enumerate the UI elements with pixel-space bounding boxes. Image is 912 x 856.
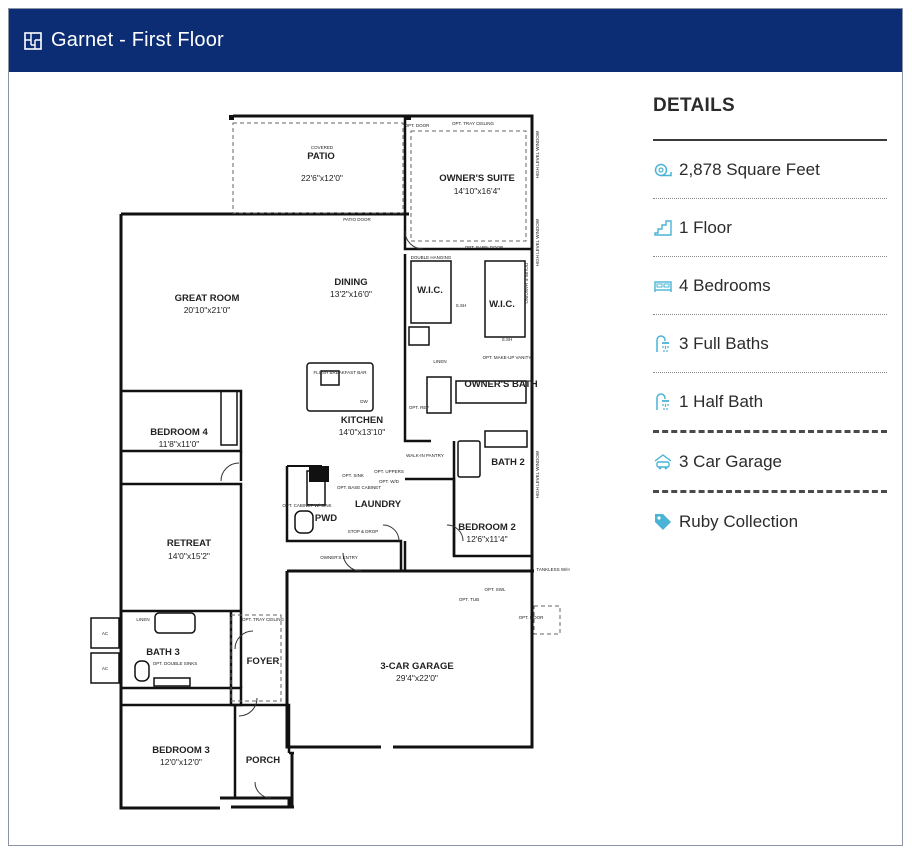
room-retreat-name: RETREAT (167, 538, 211, 549)
detail-garage: 3 Car Garage (653, 433, 887, 493)
header-bar: Garnet - First Floor (9, 9, 902, 72)
bed-icon (653, 277, 673, 295)
detail-half-baths: 1 Half Bath (653, 373, 887, 433)
room-bedroom-3-dims: 12'0"x12'0" (160, 757, 202, 767)
room-patio-dims: 22'6"x12'0" (301, 173, 343, 183)
note-covered: COVERED (311, 145, 334, 150)
detail-square-feet: 2,878 Square Feet (653, 141, 887, 199)
detail-label: 1 Floor (679, 217, 732, 237)
tag-icon (653, 513, 673, 531)
note-opt-tray-ceiling-1: OPT. TRAY CEILING (452, 121, 495, 126)
floor-plan: PATIO OWNER'S SUITE GREAT ROOM DINING W.… (81, 101, 571, 821)
details-divider (653, 139, 887, 141)
room-laundry-name: LAUNDRY (355, 499, 402, 510)
detail-bedrooms: 4 Bedrooms (653, 257, 887, 315)
note-opt-make-up-vanity: OPT. MAKE-UP VANITY (483, 355, 532, 360)
room-dining-name: DINING (334, 277, 367, 288)
detail-label: 3 Full Baths (679, 333, 769, 353)
floor-plan-drawing: PATIO OWNER'S SUITE GREAT ROOM DINING W.… (90, 114, 570, 810)
room-garage-dims: 29'4"x22'0" (396, 673, 438, 683)
note-opt-tray-ceiling-2: OPT. TRAY CEILING (242, 617, 285, 622)
room-bath-2-name: BATH 2 (491, 457, 525, 468)
detail-collection: Ruby Collection (653, 493, 887, 550)
note-ac-2: AC (102, 666, 109, 671)
note-sh-2: S.SH (502, 337, 513, 342)
room-bedroom-4-dims: 11'8"x11'0" (159, 439, 200, 449)
note-opt-barn-door: OPT. BARN DOOR (465, 245, 504, 250)
page-title: Garnet - First Floor (51, 29, 224, 51)
details-panel: DETAILS 2,878 Square Feet 1 Floor 4 Bedr… (653, 91, 887, 550)
room-bath-3-name: BATH 3 (146, 647, 180, 658)
detail-full-baths: 3 Full Baths (653, 315, 887, 373)
detail-floors: 1 Floor (653, 199, 887, 257)
room-owners-suite-name: OWNER'S SUITE (439, 173, 515, 184)
detail-label: Ruby Collection (679, 511, 799, 531)
details-heading: DETAILS (653, 95, 735, 116)
note-opt-base-cabinet: OPT. BASE CABINET (337, 485, 381, 490)
room-kitchen-name: KITCHEN (341, 415, 383, 426)
detail-label: 3 Car Garage (679, 451, 782, 471)
room-dining-dims: 13'2"x16'0" (330, 289, 372, 299)
note-tankless-wh: TANKLESS W/H (536, 567, 569, 572)
room-bedroom-3-name: BEDROOM 3 (152, 745, 210, 756)
note-sh-1: S.SH (456, 303, 467, 308)
measuring-tape-icon (653, 161, 673, 179)
room-foyer-name: FOYER (247, 656, 280, 667)
note-opt-wrd: OPT. W/D (379, 479, 400, 484)
note-flush-breakfast-bar: FLUSH BREAKFAST BAR (314, 370, 368, 375)
note-linen-1: LINEN (433, 359, 446, 364)
note-opt-ref: OPT. REF (409, 405, 430, 410)
detail-label: 4 Bedrooms (679, 275, 771, 295)
note-ac-1: AC (102, 631, 109, 636)
note-double-hanging-2: DOUBLE HANGING (524, 263, 529, 304)
car-icon (653, 453, 673, 471)
room-bedroom-4-name: BEDROOM 4 (150, 427, 208, 438)
note-opt-door-garage: OPT. DOOR (519, 615, 545, 620)
stairs-icon (653, 219, 673, 237)
room-great-room-dims: 20'10"x21'0" (184, 305, 231, 315)
room-patio-name: PATIO (307, 151, 335, 162)
room-garage-name: 3-CAR GARAGE (380, 661, 453, 672)
room-bedroom-2-name: BEDROOM 2 (458, 522, 516, 533)
room-porch-name: PORCH (246, 755, 280, 766)
room-bedroom-2-dims: 12'6"x11'4" (466, 534, 507, 544)
note-high-level-window-3: HIGH LEVEL WINDOW (535, 450, 540, 498)
note-linen-2: LINEN (136, 617, 149, 622)
note-owners-entry: OWNER'S ENTRY (320, 555, 358, 560)
room-owners-suite-dims: 14'10"x16'4" (454, 186, 501, 196)
note-walk-in-pantry: WALK-IN PANTRY (406, 453, 444, 458)
room-owners-bath-name: OWNER'S BATH (464, 379, 537, 390)
note-opt-tub: OPT. TUB (459, 597, 479, 602)
note-high-level-window-1: HIGH LEVEL WINDOW (535, 130, 540, 178)
note-opt-uppers: OPT. UPPERS (374, 469, 404, 474)
floorplan-card: Garnet - First Floor (8, 8, 903, 846)
room-wic-1-name: W.I.C. (417, 285, 443, 296)
floorplan-icon (23, 31, 43, 51)
room-great-room-name: GREAT ROOM (175, 293, 240, 304)
note-patio-door: PATIO DOOR (343, 217, 371, 222)
room-pwd-name: PWD (315, 513, 337, 524)
room-kitchen-dims: 14'0"x13'10" (339, 427, 386, 437)
room-wic-2-name: W.I.C. (489, 299, 515, 310)
shower-icon (653, 392, 673, 411)
note-opt-sink: OPT. SINK (342, 473, 364, 478)
shower-icon (653, 334, 673, 353)
note-dw: DW (360, 399, 368, 404)
note-double-hanging-1: DOUBLE HANGING (411, 255, 452, 260)
note-opt-double-sinks: OPT. DOUBLE SINKS (153, 661, 198, 666)
note-opt-door: OPT. DOOR (405, 123, 431, 128)
detail-label: 1 Half Bath (679, 391, 764, 411)
note-high-level-window-2: HIGH LEVEL WINDOW (535, 218, 540, 266)
note-opt-cabinet-sink: OPT. CABINET W/ SINK (282, 503, 331, 508)
note-opt-swl: OPT. SWL (484, 587, 506, 592)
detail-label: 2,878 Square Feet (679, 159, 820, 179)
note-stop-drop: STOP & DROP (348, 529, 379, 534)
room-retreat-dims: 14'0"x15'2" (168, 551, 210, 561)
